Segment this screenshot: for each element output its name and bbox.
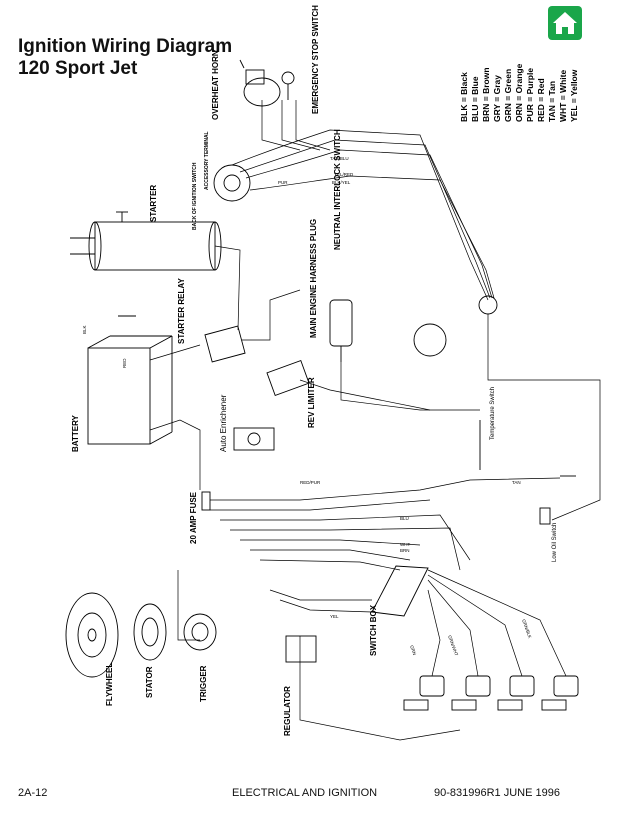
- switch-box: [371, 565, 429, 617]
- low-oil-switch: [539, 507, 551, 525]
- title-line-2: 120 Sport Jet: [18, 58, 138, 79]
- wire-label-grn-wht: GRN/WHT: [447, 635, 459, 657]
- fuse: [201, 491, 211, 511]
- wire-label-pur: PUR: [278, 180, 288, 185]
- label-auto-enrichener: Auto Enrichener: [219, 394, 228, 452]
- wire-label-grn: GRN: [409, 645, 417, 656]
- label-fuse: 20 AMP FUSE: [189, 491, 198, 544]
- footer-doc: 90-831996R1 JUNE 1996: [434, 787, 560, 799]
- wire-label-wht: WHT: [400, 542, 410, 547]
- label-temperature-switch: Temperature Switch: [490, 387, 496, 440]
- label-starter: STARTER: [149, 185, 158, 222]
- overheat-horn: [281, 71, 295, 100]
- ground-symbols: [116, 211, 576, 477]
- legend-4: GRN = Green: [503, 69, 513, 122]
- home-icon: [553, 12, 577, 34]
- wire-label-red: RED: [122, 358, 127, 368]
- label-flywheel: FLYWHEEL: [105, 663, 114, 706]
- wire-label-grn-blk: GRN/BLK: [521, 619, 532, 639]
- main-harness-plug: [329, 299, 353, 362]
- auto-enrichener: [233, 427, 275, 451]
- label-neutral-interlock: NEUTRAL INTERLOCK SWITCH: [333, 129, 342, 250]
- label-main-harness: MAIN ENGINE HARNESS PLUG: [309, 219, 318, 338]
- label-low-oil: Low Oil Switch: [552, 523, 558, 562]
- legend-3: GRY = Gray: [492, 75, 502, 122]
- color-legend: BLK = Black BLU = Blue BRN = Brown GRY =…: [459, 63, 579, 122]
- wire-label-yel: YEL: [330, 614, 339, 619]
- rev-limiter: [266, 359, 310, 397]
- legend-1: BLU = Blue: [470, 76, 480, 122]
- starter-relay: [204, 325, 246, 363]
- legend-6: PUR = Purple: [525, 68, 535, 122]
- regulator: [285, 635, 317, 663]
- label-stator: STATOR: [145, 666, 154, 698]
- legend-8: TAN = Tan: [547, 81, 557, 122]
- wire-label-yel-red: YEL/RED: [334, 172, 354, 177]
- emergency-stop-switch: [239, 59, 281, 107]
- legend-7: RED = Red: [536, 78, 546, 122]
- wire-label-tan: TAN: [512, 480, 521, 485]
- home-button[interactable]: [548, 6, 582, 40]
- label-overheat-horn: OVERHEAT HORN: [211, 50, 220, 120]
- trigger: [183, 613, 217, 651]
- ignition-coils: [403, 675, 579, 711]
- wiring-diagram: EMERGENCY STOP SWITCH OVERHEAT HORN ACCE…: [65, 5, 601, 741]
- label-starter-relay: STARTER RELAY: [177, 278, 186, 344]
- title-line-1: Ignition Wiring Diagram: [18, 36, 233, 57]
- label-back-of-ignition: BACK OF IGNITION SWITCH: [192, 162, 198, 230]
- label-battery: BATTERY: [71, 414, 80, 452]
- label-rev-limiter: REV LIMITER: [307, 377, 316, 428]
- battery: [87, 335, 173, 445]
- footer-section: ELECTRICAL AND IGNITION: [232, 787, 378, 799]
- label-switch-box: SWITCH BOX: [369, 604, 378, 656]
- footer-page: 2A-12: [18, 787, 48, 799]
- wire-bundles: [149, 100, 601, 741]
- legend-2: BRN = Brown: [481, 67, 491, 122]
- wire-label-blk-yel: BLK/YEL: [332, 180, 351, 185]
- wire-label-blk: BLK: [82, 325, 87, 334]
- legend-0: BLK = Black: [459, 72, 469, 122]
- wire-label-red-pur: RED/PUR: [300, 480, 321, 485]
- legend-5: ORN = Orange: [514, 63, 524, 122]
- wire-label-tan-blu: TAN/BLU: [330, 156, 349, 161]
- label-accessory-terminal: ACCESSORY TERMINAL: [204, 131, 210, 190]
- label-emergency-stop: EMERGENCY STOP SWITCH: [311, 5, 320, 114]
- wire-label-blu: BLU: [400, 516, 409, 521]
- legend-10: YEL = Yellow: [569, 69, 579, 122]
- flywheel: [65, 592, 119, 678]
- wire-label-brn: BRN: [400, 548, 410, 553]
- legend-9: WHT = White: [558, 70, 568, 122]
- label-regulator: REGULATOR: [283, 686, 292, 736]
- label-trigger: TRIGGER: [199, 665, 208, 702]
- harness-connector: [413, 295, 498, 357]
- page-title: Ignition Wiring Diagram 120 Sport Jet: [18, 36, 232, 80]
- starter-motor: [70, 221, 222, 271]
- stator: [133, 603, 167, 661]
